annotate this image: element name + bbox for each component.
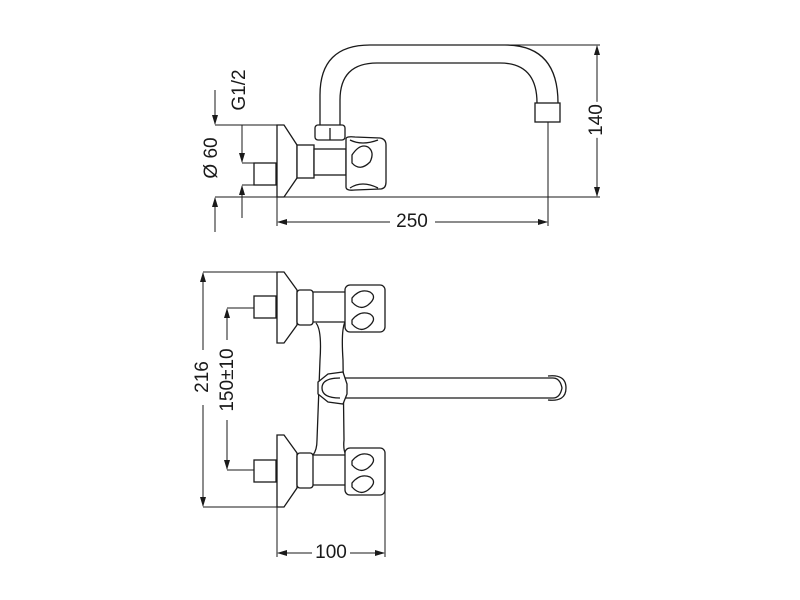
dimension-label-150: 150±10 (217, 346, 238, 414)
upper-collar (296, 289, 314, 326)
dimension-diameter-60 (212, 90, 277, 232)
front-spout (339, 377, 563, 399)
side-view-faucet (253, 44, 561, 198)
knob-groove (351, 145, 373, 168)
lower-knob (344, 447, 386, 496)
wall-flange (276, 124, 298, 198)
dimension-label-diameter-60: Ø 60 (201, 135, 222, 181)
lower-inlet-stub (253, 459, 277, 483)
dimension-140 (215, 44, 600, 198)
dimension-label-250: 250 (394, 211, 430, 232)
dimension-250 (276, 122, 549, 226)
valve-body (313, 148, 347, 176)
dimension-216 (200, 271, 280, 508)
dimension-g1-2 (239, 125, 254, 218)
spout-hex-nut (317, 371, 348, 405)
lower-collar (296, 452, 314, 489)
aerator (534, 102, 561, 123)
dimension-100 (276, 490, 386, 557)
dimension-150 (224, 307, 254, 471)
upper-flange (276, 271, 298, 344)
lower-flange (276, 434, 298, 508)
dimension-label-140: 140 (586, 102, 607, 138)
upper-knob (344, 284, 386, 333)
dimension-label-100: 100 (313, 542, 349, 563)
collar (296, 144, 315, 179)
upper-inlet-stub (253, 295, 277, 319)
spout (319, 44, 559, 125)
dimension-label-g1-2: G1/2 (229, 67, 250, 113)
inlet-stub (253, 162, 277, 186)
front-view-faucet (253, 271, 567, 508)
dimension-label-216: 216 (192, 359, 213, 395)
